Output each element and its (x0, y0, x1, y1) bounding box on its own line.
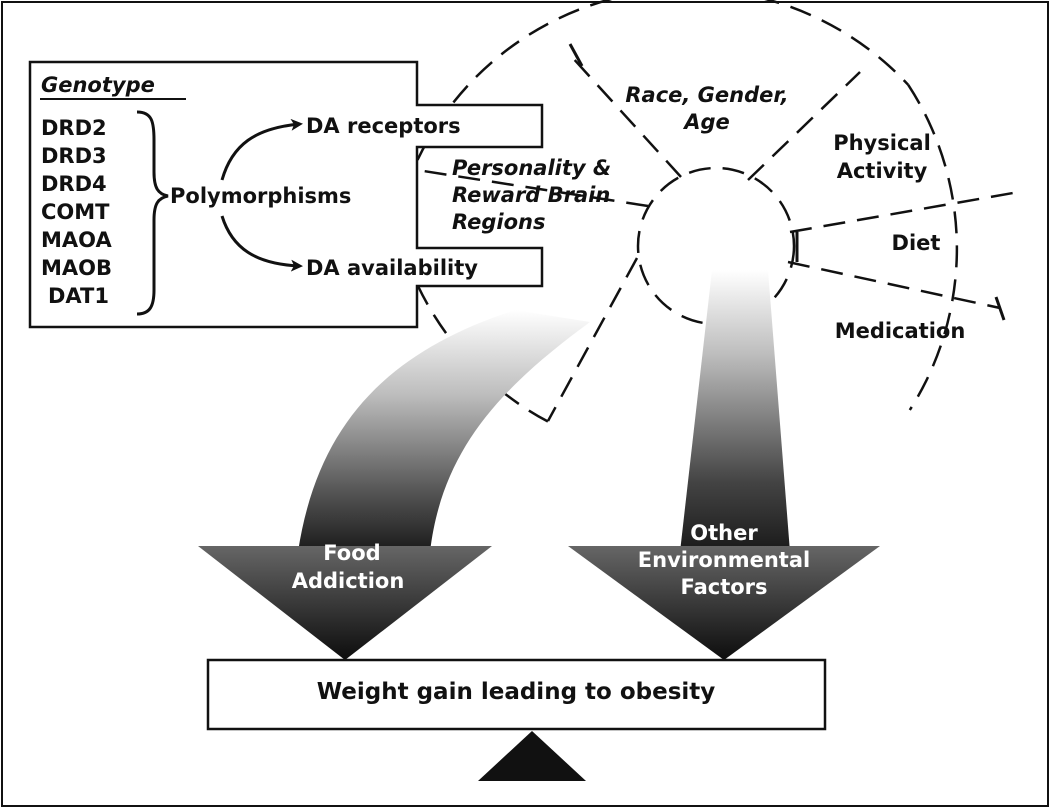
outer-arc-right (907, 84, 959, 411)
circle-of-factors (416, 0, 1014, 423)
food-addiction-arrow-head (198, 546, 492, 660)
arrow-to-receptors (220, 118, 303, 181)
environmental-arrow-head (568, 546, 880, 660)
da-receptors-label: DA receptors (306, 114, 461, 138)
outcome-label: Weight gain leading to obesity (317, 679, 716, 705)
spoke-4 (787, 260, 1001, 310)
race-gender-age-label: Race, Gender, Age (625, 83, 788, 134)
food-addiction-label: Food Addiction (292, 541, 405, 593)
env-line-2: Environmental (638, 548, 810, 572)
curly-brace (136, 110, 169, 316)
outer-arc-top (416, 0, 910, 161)
environmental-shaft (680, 270, 790, 552)
gene-drd2: DRD2 (41, 116, 107, 140)
food-line-2: Addiction (292, 569, 405, 593)
spoke-1 (570, 55, 682, 178)
personality-label: Personality & Reward Brain Regions (452, 156, 611, 234)
spoke-2 (747, 71, 861, 181)
personality-line-2: Reward Brain (452, 183, 610, 207)
polymorphisms-label: Polymorphisms (170, 184, 351, 208)
spoke-5 (546, 257, 639, 422)
food-addiction-shaft (298, 310, 590, 552)
spoke-3 (789, 191, 1014, 234)
environmental-label: Other Environmental Factors (638, 521, 810, 599)
medication-label: Medication (835, 319, 966, 343)
gene-comt: COMT (41, 200, 110, 224)
gene-maoa: MAOA (41, 228, 112, 252)
gene-dat1: DAT1 (48, 284, 109, 308)
spoke-6 (416, 168, 649, 208)
tick-top (568, 43, 584, 67)
da-availability-label: DA availability (306, 256, 478, 280)
race-line-1: Race, Gender, (625, 83, 788, 107)
fulcrum-triangle (478, 731, 586, 781)
gene-maob: MAOB (41, 256, 112, 280)
outcome-box (206, 658, 827, 731)
gene-drd4: DRD4 (41, 172, 107, 196)
physical-line-1: Physical (833, 131, 931, 155)
personality-line-3: Regions (452, 210, 545, 234)
genotype-box (28, 60, 544, 329)
physical-activity-label: Physical Activity (833, 131, 931, 183)
physical-line-2: Activity (837, 159, 928, 183)
tick-right (994, 296, 1006, 321)
diet-label: Diet (892, 231, 941, 255)
arrow-to-availability (220, 215, 303, 272)
genotype-heading: Genotype (41, 73, 155, 97)
gene-list: DRD2 DRD3 DRD4 COMT MAOA MAOB DAT1 (41, 116, 112, 308)
race-line-2: Age (682, 110, 730, 134)
food-line-1: Food (323, 541, 380, 565)
env-line-3: Factors (680, 575, 767, 599)
gene-drd3: DRD3 (41, 144, 107, 168)
personality-line-1: Personality & (452, 156, 611, 180)
env-line-1: Other (690, 521, 758, 545)
